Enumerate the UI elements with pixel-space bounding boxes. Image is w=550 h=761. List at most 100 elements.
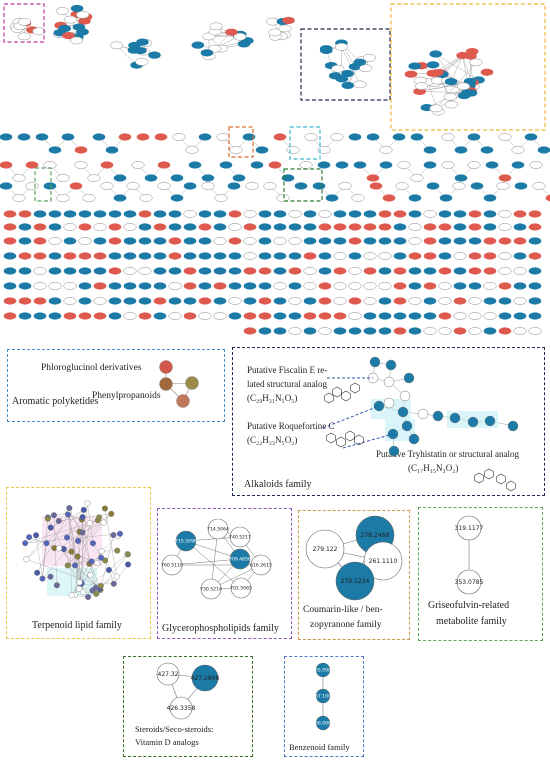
- network-node: [513, 223, 527, 231]
- network-node: [393, 312, 407, 320]
- network-node: [69, 182, 83, 190]
- steroids-node-label: 427.32: [158, 671, 179, 678]
- network-node: [528, 297, 542, 305]
- network-node: [183, 252, 197, 260]
- network-node: [18, 210, 32, 218]
- network-node: [100, 182, 114, 190]
- network-node: [33, 282, 47, 290]
- network-node: [363, 237, 377, 245]
- aromatic-subnetwork: [159, 360, 199, 408]
- network-node: [153, 210, 167, 218]
- network-node: [453, 223, 467, 231]
- alkaloid-callout-line: [342, 433, 394, 449]
- network-node: [258, 297, 272, 305]
- network-node: [348, 133, 362, 141]
- network-node: [17, 17, 31, 26]
- network-node: [498, 223, 512, 231]
- terpenoid-edge: [26, 509, 84, 560]
- terpenoid-subnetwork: [22, 500, 132, 600]
- network-node: [438, 223, 452, 231]
- network-node: [426, 61, 440, 69]
- network-node: [378, 297, 392, 305]
- network-node: [157, 182, 171, 190]
- network-node: [33, 210, 47, 218]
- terpenoid-edge: [58, 548, 100, 589]
- network-node: [438, 312, 452, 320]
- network-node: [333, 223, 347, 231]
- network-node: [138, 297, 152, 305]
- terpenoid-node: [113, 573, 120, 580]
- panel-title-coumarin-line1: Coumarin-like / ben-: [303, 605, 383, 615]
- network-node: [468, 267, 482, 275]
- terpenoid-node: [68, 548, 75, 555]
- network-node: [378, 267, 392, 275]
- network-node: [318, 327, 332, 335]
- network-node: [18, 282, 32, 290]
- network-node: [213, 210, 227, 218]
- network-node: [170, 174, 184, 182]
- terpenoid-node: [125, 561, 132, 568]
- network-node: [444, 78, 458, 86]
- network-node: [123, 237, 137, 245]
- label-fiscalin-line2: lated structural analog: [247, 379, 327, 389]
- network-node: [3, 267, 17, 275]
- network-node: [229, 146, 243, 154]
- network-node: [3, 297, 17, 305]
- network-node: [48, 223, 62, 231]
- network-node: [213, 312, 227, 320]
- coumarin-node-label: 278.2468: [361, 532, 390, 539]
- terpenoid-node: [92, 584, 99, 591]
- network-node: [48, 146, 62, 154]
- terpenoid-node: [87, 572, 94, 578]
- network-node: [183, 267, 197, 275]
- network-node: [528, 210, 542, 218]
- network-node: [498, 210, 512, 218]
- network-node: [273, 282, 287, 290]
- network-node: [312, 182, 326, 190]
- network-node: [233, 32, 247, 41]
- fiscalin-structure-icon: [341, 390, 351, 402]
- network-node: [105, 146, 119, 154]
- network-node: [153, 282, 167, 290]
- network-node: [328, 72, 342, 80]
- network-node: [438, 297, 452, 305]
- panel-alkaloids: Putative Fiscalin E re- lated structural…: [232, 347, 545, 496]
- network-node: [438, 327, 452, 335]
- network-node: [498, 282, 512, 290]
- network-node: [456, 82, 471, 91]
- network-node: [185, 146, 199, 154]
- network-node: [333, 282, 347, 290]
- glycero-node-label: 730.5214: [200, 587, 222, 593]
- terpenoid-node: [108, 510, 115, 517]
- terpenoid-edge: [58, 513, 112, 549]
- terpenoid-edge: [26, 559, 101, 587]
- network-node: [273, 252, 287, 260]
- network-node: [429, 50, 443, 58]
- network-node: [303, 282, 317, 290]
- glycero-node: [250, 554, 272, 576]
- network-node: [439, 194, 453, 202]
- network-node: [483, 252, 497, 260]
- network-node: [348, 210, 362, 218]
- network-node: [408, 62, 422, 70]
- network-node: [467, 133, 481, 141]
- label-phenylpropanoids: Phenylpropanoids: [92, 391, 161, 401]
- network-node: [74, 161, 88, 169]
- alkaloid-node: [484, 415, 496, 427]
- network-node: [138, 223, 152, 231]
- benzenoid-node: [315, 662, 331, 678]
- network-node: [498, 133, 512, 141]
- network-node: [378, 312, 392, 320]
- network-node: [393, 327, 407, 335]
- network-node: [393, 282, 407, 290]
- terpenoid-node: [84, 500, 91, 507]
- network-node: [317, 146, 331, 154]
- network-node: [243, 312, 257, 320]
- network-node: [126, 182, 140, 190]
- network-node: [511, 161, 525, 169]
- network-node: [288, 223, 302, 231]
- terpenoid-edge: [81, 560, 106, 584]
- network-node: [243, 237, 257, 245]
- alkaloid-node: [401, 420, 413, 432]
